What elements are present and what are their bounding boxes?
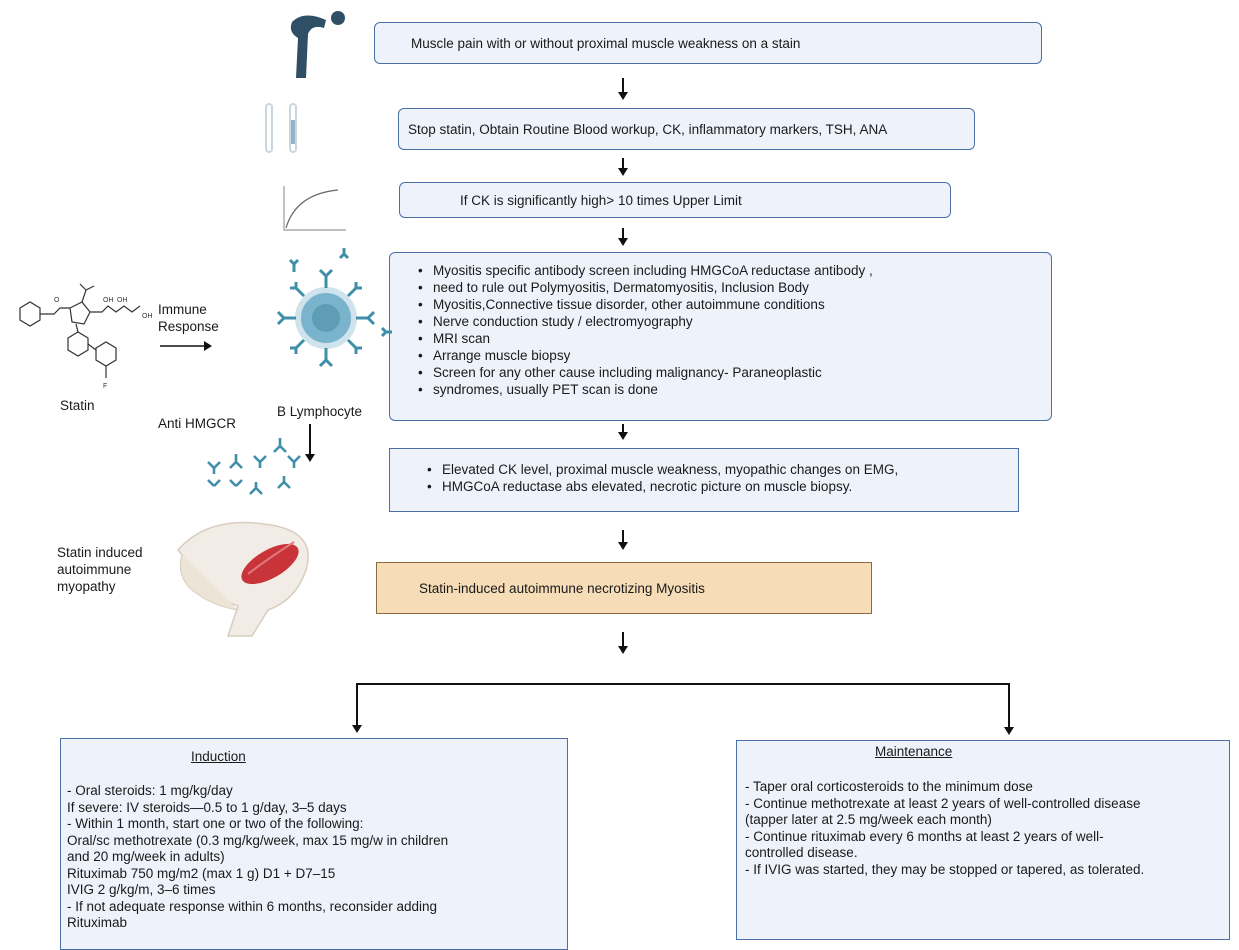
findings-item-cont: HMGCoA reductase abs elevated, necrotic … [427, 478, 898, 495]
workup-item: Myositis specific antibody screen includ… [418, 262, 873, 279]
workup-item: Screen for any other cause including mal… [418, 364, 873, 381]
ck-curve-icon [283, 186, 346, 231]
arrow-1 [618, 78, 628, 100]
myopathy-label-1: Statin induced [57, 545, 143, 560]
maintenance-line: (tapper later at 2.5 mg/week each month) [745, 812, 992, 827]
molecule-oh2-label: OH [117, 297, 128, 304]
step-ck-high-text: If CK is significantly high> 10 times Up… [460, 193, 742, 208]
diagnosis-box: Statin-induced autoimmune necrotizing My… [376, 562, 872, 614]
findings-item: Elevated CK level, proximal muscle weakn… [427, 461, 898, 478]
induction-title: Induction [191, 749, 246, 764]
induction-line: Rituximab [67, 915, 128, 930]
workup-list: Myositis specific antibody screen includ… [415, 262, 873, 398]
molecule-f-label: F [103, 383, 107, 390]
molecule-o-label: O [54, 297, 60, 304]
workup-item: Arrange muscle biopsy [418, 347, 873, 364]
induction-line: and 20 mg/week in adults) [67, 849, 225, 864]
induction-box: Induction - Oral steroids: 1 mg/kg/day I… [60, 738, 568, 950]
arrow-5 [618, 530, 628, 550]
myopathy-label-2: autoimmune [57, 562, 132, 577]
arrow-3 [618, 228, 628, 246]
step-stop-statin-box: Stop statin, Obtain Routine Blood workup… [398, 108, 975, 150]
maintenance-line: - Taper oral corticosteroids to the mini… [745, 779, 1033, 794]
b-lymphocyte-icon [276, 248, 392, 368]
maintenance-line: - If IVIG was started, they may be stopp… [745, 861, 1145, 877]
immune-response-label-1: Immune [158, 302, 207, 317]
maintenance-title: Maintenance [875, 744, 953, 759]
muscle-pain-figure-icon [290, 11, 345, 79]
induction-line: - Oral steroids: 1 mg/kg/day [67, 783, 233, 798]
step-stop-statin-text: Stop statin, Obtain Routine Blood workup… [408, 122, 888, 137]
statin-label: Statin [60, 398, 95, 413]
immune-response-label-2: Response [158, 319, 219, 334]
step-muscle-pain-text: Muscle pain with or without proximal mus… [411, 36, 801, 51]
step-findings-box: Elevated CK level, proximal muscle weakn… [389, 448, 1019, 512]
induction-line: - Within 1 month, start one or two of th… [67, 816, 364, 831]
findings-list: Elevated CK level, proximal muscle weakn… [424, 461, 898, 495]
induction-line: IVIG 2 g/kg/m, 3–6 times [67, 882, 216, 897]
blood-tubes-icon [265, 103, 297, 153]
arrow-4 [618, 424, 628, 440]
induction-line: - If not adequate response within 6 mont… [67, 898, 437, 914]
workup-item-cont: syndromes, usually PET scan is done [418, 381, 873, 398]
split-connector [356, 683, 1010, 685]
step-ck-high-box: If CK is significantly high> 10 times Up… [399, 182, 951, 218]
induction-line: Rituximab 750 mg/m2 (max 1 g) D1 + D7–15 [67, 865, 336, 881]
maintenance-box: Maintenance - Taper oral corticosteroids… [736, 740, 1230, 940]
arrow-induction [352, 683, 362, 733]
antibodies-icon [207, 438, 301, 495]
arrow-maintenance [1004, 683, 1014, 735]
statin-molecule-icon: OH OH OH O F [19, 283, 153, 390]
workup-item-cont: need to rule out Polymyositis, Dermatomy… [418, 279, 873, 296]
maintenance-line: controlled disease. [745, 845, 858, 860]
step-workup-box: Myositis specific antibody screen includ… [389, 252, 1052, 421]
arm-muscle-icon [177, 521, 309, 637]
molecule-oh3-label: OH [142, 313, 153, 320]
maintenance-line: - Continue methotrexate at least 2 years… [745, 795, 1141, 811]
b-cell-arrow [305, 424, 315, 462]
diagnosis-text: Statin-induced autoimmune necrotizing My… [419, 581, 705, 596]
myopathy-label-3: myopathy [57, 579, 116, 594]
workup-item-cont: Myositis,Connective tissue disorder, oth… [418, 296, 873, 313]
induction-line: Oral/sc methotrexate (0.3 mg/kg/week, ma… [67, 832, 449, 848]
workup-item: Nerve conduction study / electromyograph… [418, 313, 873, 330]
b-lymphocyte-label: B Lymphocyte [277, 404, 363, 419]
maintenance-line: - Continue rituximab every 6 months at l… [745, 828, 1104, 844]
molecule-oh-label: OH [103, 297, 114, 304]
step-muscle-pain-box: Muscle pain with or without proximal mus… [374, 22, 1042, 64]
induction-line: If severe: IV steroids—0.5 to 1 g/day, 3… [67, 799, 347, 815]
workup-item: MRI scan [418, 330, 873, 347]
immune-response-arrow-icon [160, 341, 212, 351]
arrow-2 [618, 158, 628, 176]
arrow-6 [618, 632, 628, 654]
anti-hmgcr-label: Anti HMGCR [158, 416, 237, 431]
